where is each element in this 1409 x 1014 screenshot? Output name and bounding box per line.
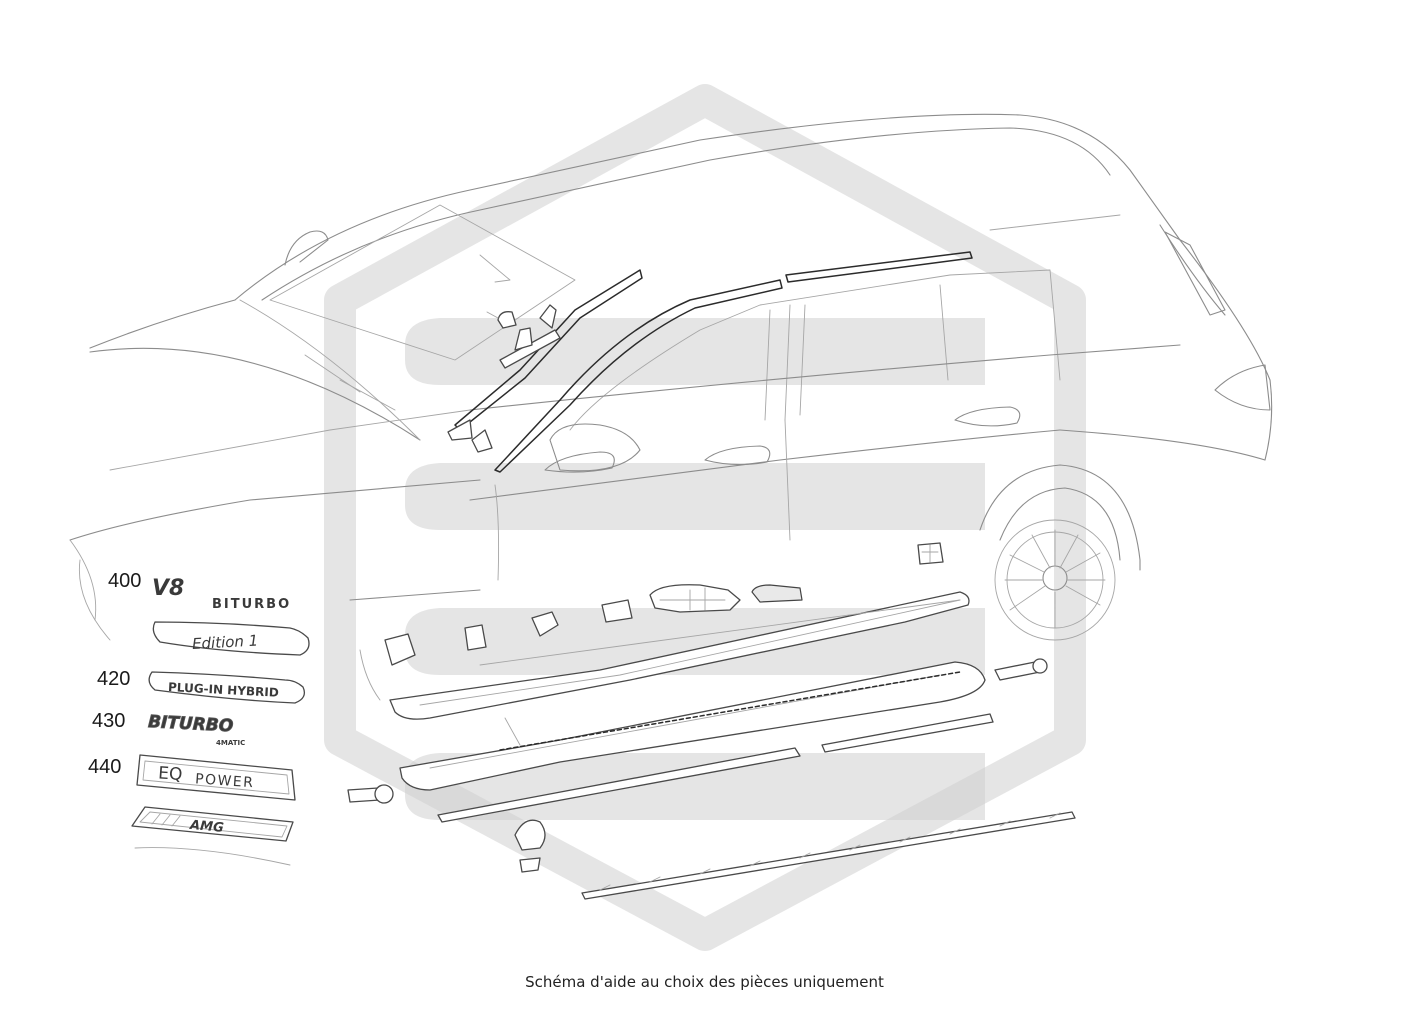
rear-wheel bbox=[994, 519, 1116, 641]
clips-row bbox=[384, 542, 944, 666]
callout-430: 430 bbox=[92, 710, 125, 732]
emblem-eq-badge bbox=[136, 754, 296, 801]
callout-400: 400 bbox=[108, 570, 141, 592]
callout-440: 440 bbox=[88, 756, 121, 778]
emblem-biturbo-sub: 4MATIC bbox=[216, 739, 245, 747]
emblem-eq-sub: POWER bbox=[195, 771, 255, 791]
clips-upper bbox=[471, 304, 561, 453]
emblem-plugin-badge bbox=[148, 671, 306, 704]
emblem-edition-text: Edition 1 bbox=[192, 632, 259, 653]
emblem-plugin-text: PLUG-IN HYBRID bbox=[168, 680, 279, 700]
car-outline bbox=[69, 113, 1273, 866]
watermark-logo bbox=[324, 84, 1086, 951]
emblem-amg-text: AMG bbox=[188, 818, 224, 836]
emblem-amg-badge bbox=[131, 806, 294, 842]
fasteners bbox=[347, 658, 1048, 873]
diagram-caption: Schéma d'aide au choix des pièces unique… bbox=[525, 973, 884, 991]
callout-420: 420 bbox=[97, 668, 130, 690]
emblem-eq-main: EQ bbox=[157, 763, 182, 785]
emblem-edition-badge bbox=[152, 621, 310, 656]
emblem-list: 400 V8 BITURBO Edition 1 420 PLUG-IN HYB… bbox=[88, 570, 310, 842]
emblem-biturbo-main: BITURBO bbox=[148, 712, 234, 736]
side-skirts bbox=[389, 591, 1076, 900]
emblem-v8-sub: BITURBO bbox=[212, 597, 291, 612]
emblem-v8-main: V8 bbox=[152, 576, 184, 601]
